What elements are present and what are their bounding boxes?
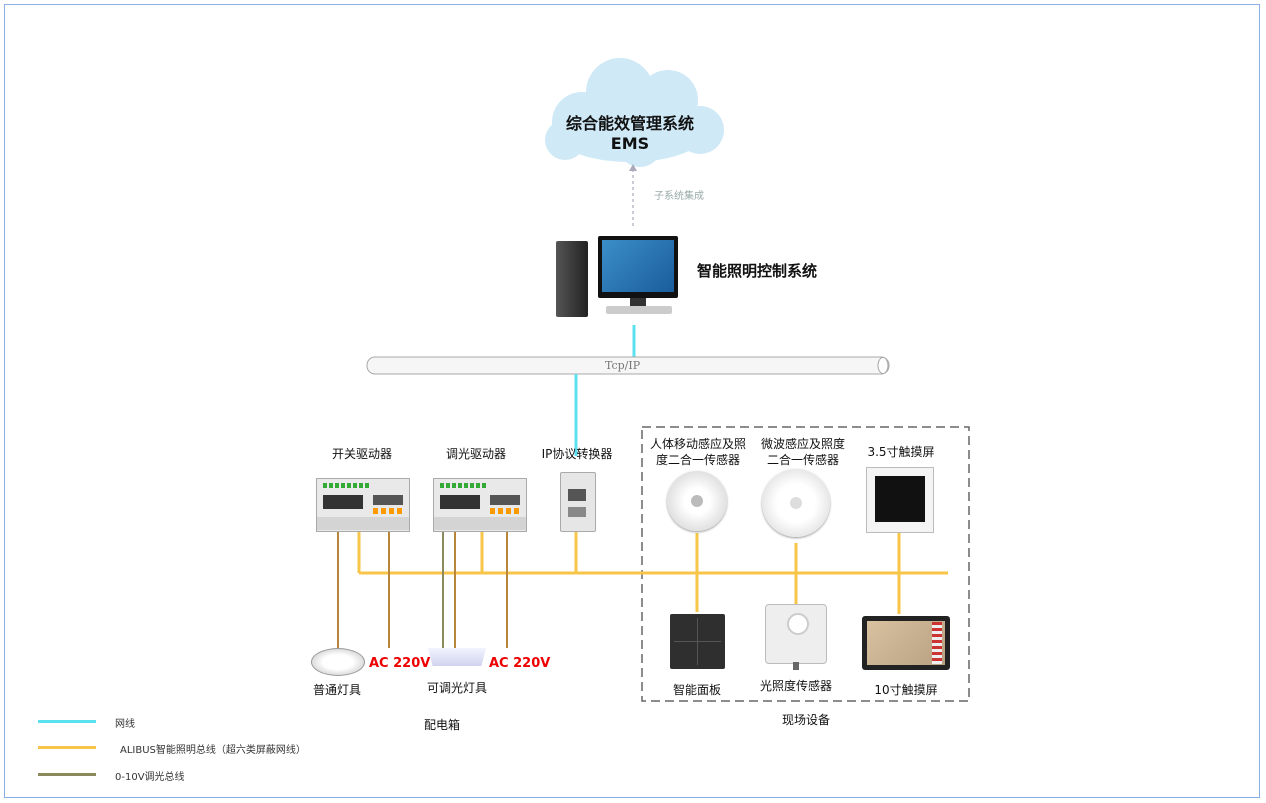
microwave-sensor-label: 微波感应及照度二合一传感器	[760, 437, 846, 467]
legend-network-label: 网线	[115, 719, 135, 730]
ems-title-line1: 综合能效管理系统	[565, 114, 695, 133]
light-sensor-device	[765, 604, 827, 670]
legend-alibus-swatch	[38, 746, 96, 749]
ems-title: 综合能效管理系统 EMS	[566, 114, 694, 154]
legend-dim-swatch	[38, 773, 96, 776]
smart-panel-device	[670, 614, 725, 669]
switch-driver-label: 开关驱动器	[331, 447, 393, 461]
control-system-label: 智能照明控制系统	[697, 262, 818, 280]
tcpip-bus	[366, 356, 890, 375]
computer-icon	[556, 236, 678, 318]
legend-dim-label: 0-10V调光总线	[115, 772, 185, 783]
dimmable-lamp-label: 可调光灯具	[426, 681, 488, 695]
dimmable-lamp-device	[428, 648, 486, 666]
field-devices-label: 现场设备	[781, 713, 831, 727]
field-devices-box	[641, 426, 970, 702]
light-sensor-label: 光照度传感器	[759, 679, 833, 693]
touch35-label: 3.5寸触摸屏	[867, 445, 935, 459]
pir-sensor-label: 人体移动感应及照度二合一传感器	[649, 437, 747, 467]
touch10-label: 10寸触摸屏	[874, 683, 938, 697]
ems-title-line2: EMS	[610, 134, 650, 153]
ems-cloud	[545, 58, 724, 167]
diagram-frame	[4, 4, 1260, 798]
smart-panel-label: 智能面板	[672, 683, 722, 697]
legend-network-swatch	[38, 720, 96, 723]
distribution-box-label: 配电箱	[423, 718, 461, 732]
ac-220v-right: AC 220V	[489, 656, 551, 671]
touch10-device	[862, 616, 950, 670]
normal-lamp-device	[311, 648, 365, 676]
ac-220v-left: AC 220V	[369, 656, 431, 671]
switch-driver-device	[316, 478, 410, 532]
ip-converter-label: IP协议转换器	[541, 447, 613, 461]
normal-lamp-label: 普通灯具	[312, 683, 362, 697]
touch35-device	[866, 467, 934, 533]
microwave-sensor-device	[762, 469, 830, 537]
tcpip-bus-end	[877, 357, 889, 374]
dimming-driver-device	[433, 478, 527, 532]
tcpip-label: Tcp/IP	[605, 359, 641, 372]
legend-alibus-label: ALIBUS智能照明总线（超六类屏蔽网线）	[120, 745, 306, 756]
integration-arrowhead	[629, 164, 637, 171]
ip-converter-device	[560, 472, 596, 532]
integration-label: 子系统集成	[654, 191, 704, 202]
pir-sensor-device	[667, 471, 727, 531]
dimming-driver-label: 调光驱动器	[445, 447, 507, 461]
